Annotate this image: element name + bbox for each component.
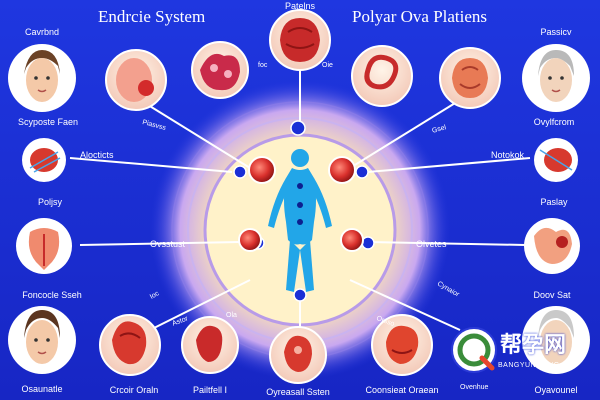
- label-mid-right-2: Paslay: [540, 197, 568, 207]
- body-left-leg: [286, 240, 300, 292]
- face-top-left: [8, 44, 76, 112]
- bottom-label-7: Oyavounel: [534, 385, 578, 395]
- ring-label-c: Oie: [322, 62, 333, 69]
- watermark-logo: [451, 327, 497, 373]
- top-organs: [105, 9, 501, 111]
- watermark-text: 帮孕网: [500, 332, 567, 357]
- face-bottom-right: [522, 306, 590, 374]
- gland-left-upper: [248, 156, 276, 184]
- connector-mid-left-2: [79, 241, 241, 246]
- connector-bottom-right: [349, 279, 461, 331]
- label-mid-right-3: Doov Sat: [533, 290, 571, 300]
- bottom-label-1: Osaunatle: [21, 384, 63, 394]
- bottom-label-4: Oyreasall Ssten: [266, 387, 330, 397]
- title-left: Endrcie System: [98, 7, 206, 26]
- ring-label-e: Ovsstust: [150, 239, 186, 249]
- label-top-left-sub: Scyposte Faen: [17, 117, 79, 127]
- title-center: Patelns: [284, 1, 316, 11]
- connector-top-left: [139, 99, 251, 169]
- body-dots: [297, 183, 303, 225]
- gland-right-lower: [340, 228, 364, 252]
- organ-disc-4: [351, 45, 413, 107]
- ring-label-b: foc: [258, 62, 268, 69]
- node-bottom: [293, 288, 307, 302]
- label-mid-right-1: Notokok: [490, 150, 524, 160]
- bottom-organs: [99, 314, 433, 384]
- node-left-1: [233, 165, 247, 179]
- connector-mid-right-1: [367, 157, 531, 173]
- body-right-leg: [300, 240, 314, 292]
- gland-right-upper: [328, 156, 356, 184]
- ring-label-f: Olvetes: [416, 239, 447, 249]
- connector-top-right: [349, 99, 461, 169]
- label-top-right-caption: Passicv: [540, 27, 572, 37]
- organ-disc-5-gland: [452, 58, 488, 98]
- organ-disc-2-gland: [200, 53, 240, 91]
- label-mid-left-2: Poljsy: [37, 197, 63, 207]
- connector-lines: [69, 60, 531, 331]
- inner-glands: [238, 156, 364, 252]
- bottom-label-3: Pailtfell I: [192, 385, 228, 395]
- gland-left-lower: [238, 228, 262, 252]
- organ-disc-4-gland: [364, 54, 399, 90]
- connector-bottom-left: [149, 279, 251, 331]
- node-top: [290, 120, 306, 136]
- bottom-label-6: Ovenhue: [460, 384, 489, 391]
- mid-left-organs: [16, 138, 72, 274]
- mid-right-organs: [524, 138, 580, 274]
- face-bottom-left: [8, 306, 76, 374]
- label-mid-left-3: Foncocle Sseh: [22, 290, 82, 300]
- label-top-right-sub: Ovylfcrom: [533, 117, 575, 127]
- node-right-1: [355, 165, 369, 179]
- body-right-arm: [310, 178, 332, 228]
- title-right: Polyar Ova Platiens: [352, 7, 488, 26]
- body-left-arm: [268, 178, 290, 228]
- ring-label-i: Ola: [226, 312, 237, 319]
- watermark-sub: BANGYUNWANG: [498, 362, 560, 369]
- bottom-label-5: Coonsieat Oraean: [365, 385, 439, 395]
- connector-mid-left-1: [69, 157, 233, 173]
- connector-mid-right-2: [367, 241, 526, 246]
- body-head: [291, 149, 309, 167]
- label-mid-left-1: Alocticts: [80, 150, 114, 160]
- label-top-left-caption: Cavrbnd: [24, 27, 60, 37]
- face-top-right: [522, 44, 590, 112]
- organ-disc-3-gland: [280, 18, 320, 62]
- bottom-label-2: Crcoir Oraln: [109, 385, 159, 395]
